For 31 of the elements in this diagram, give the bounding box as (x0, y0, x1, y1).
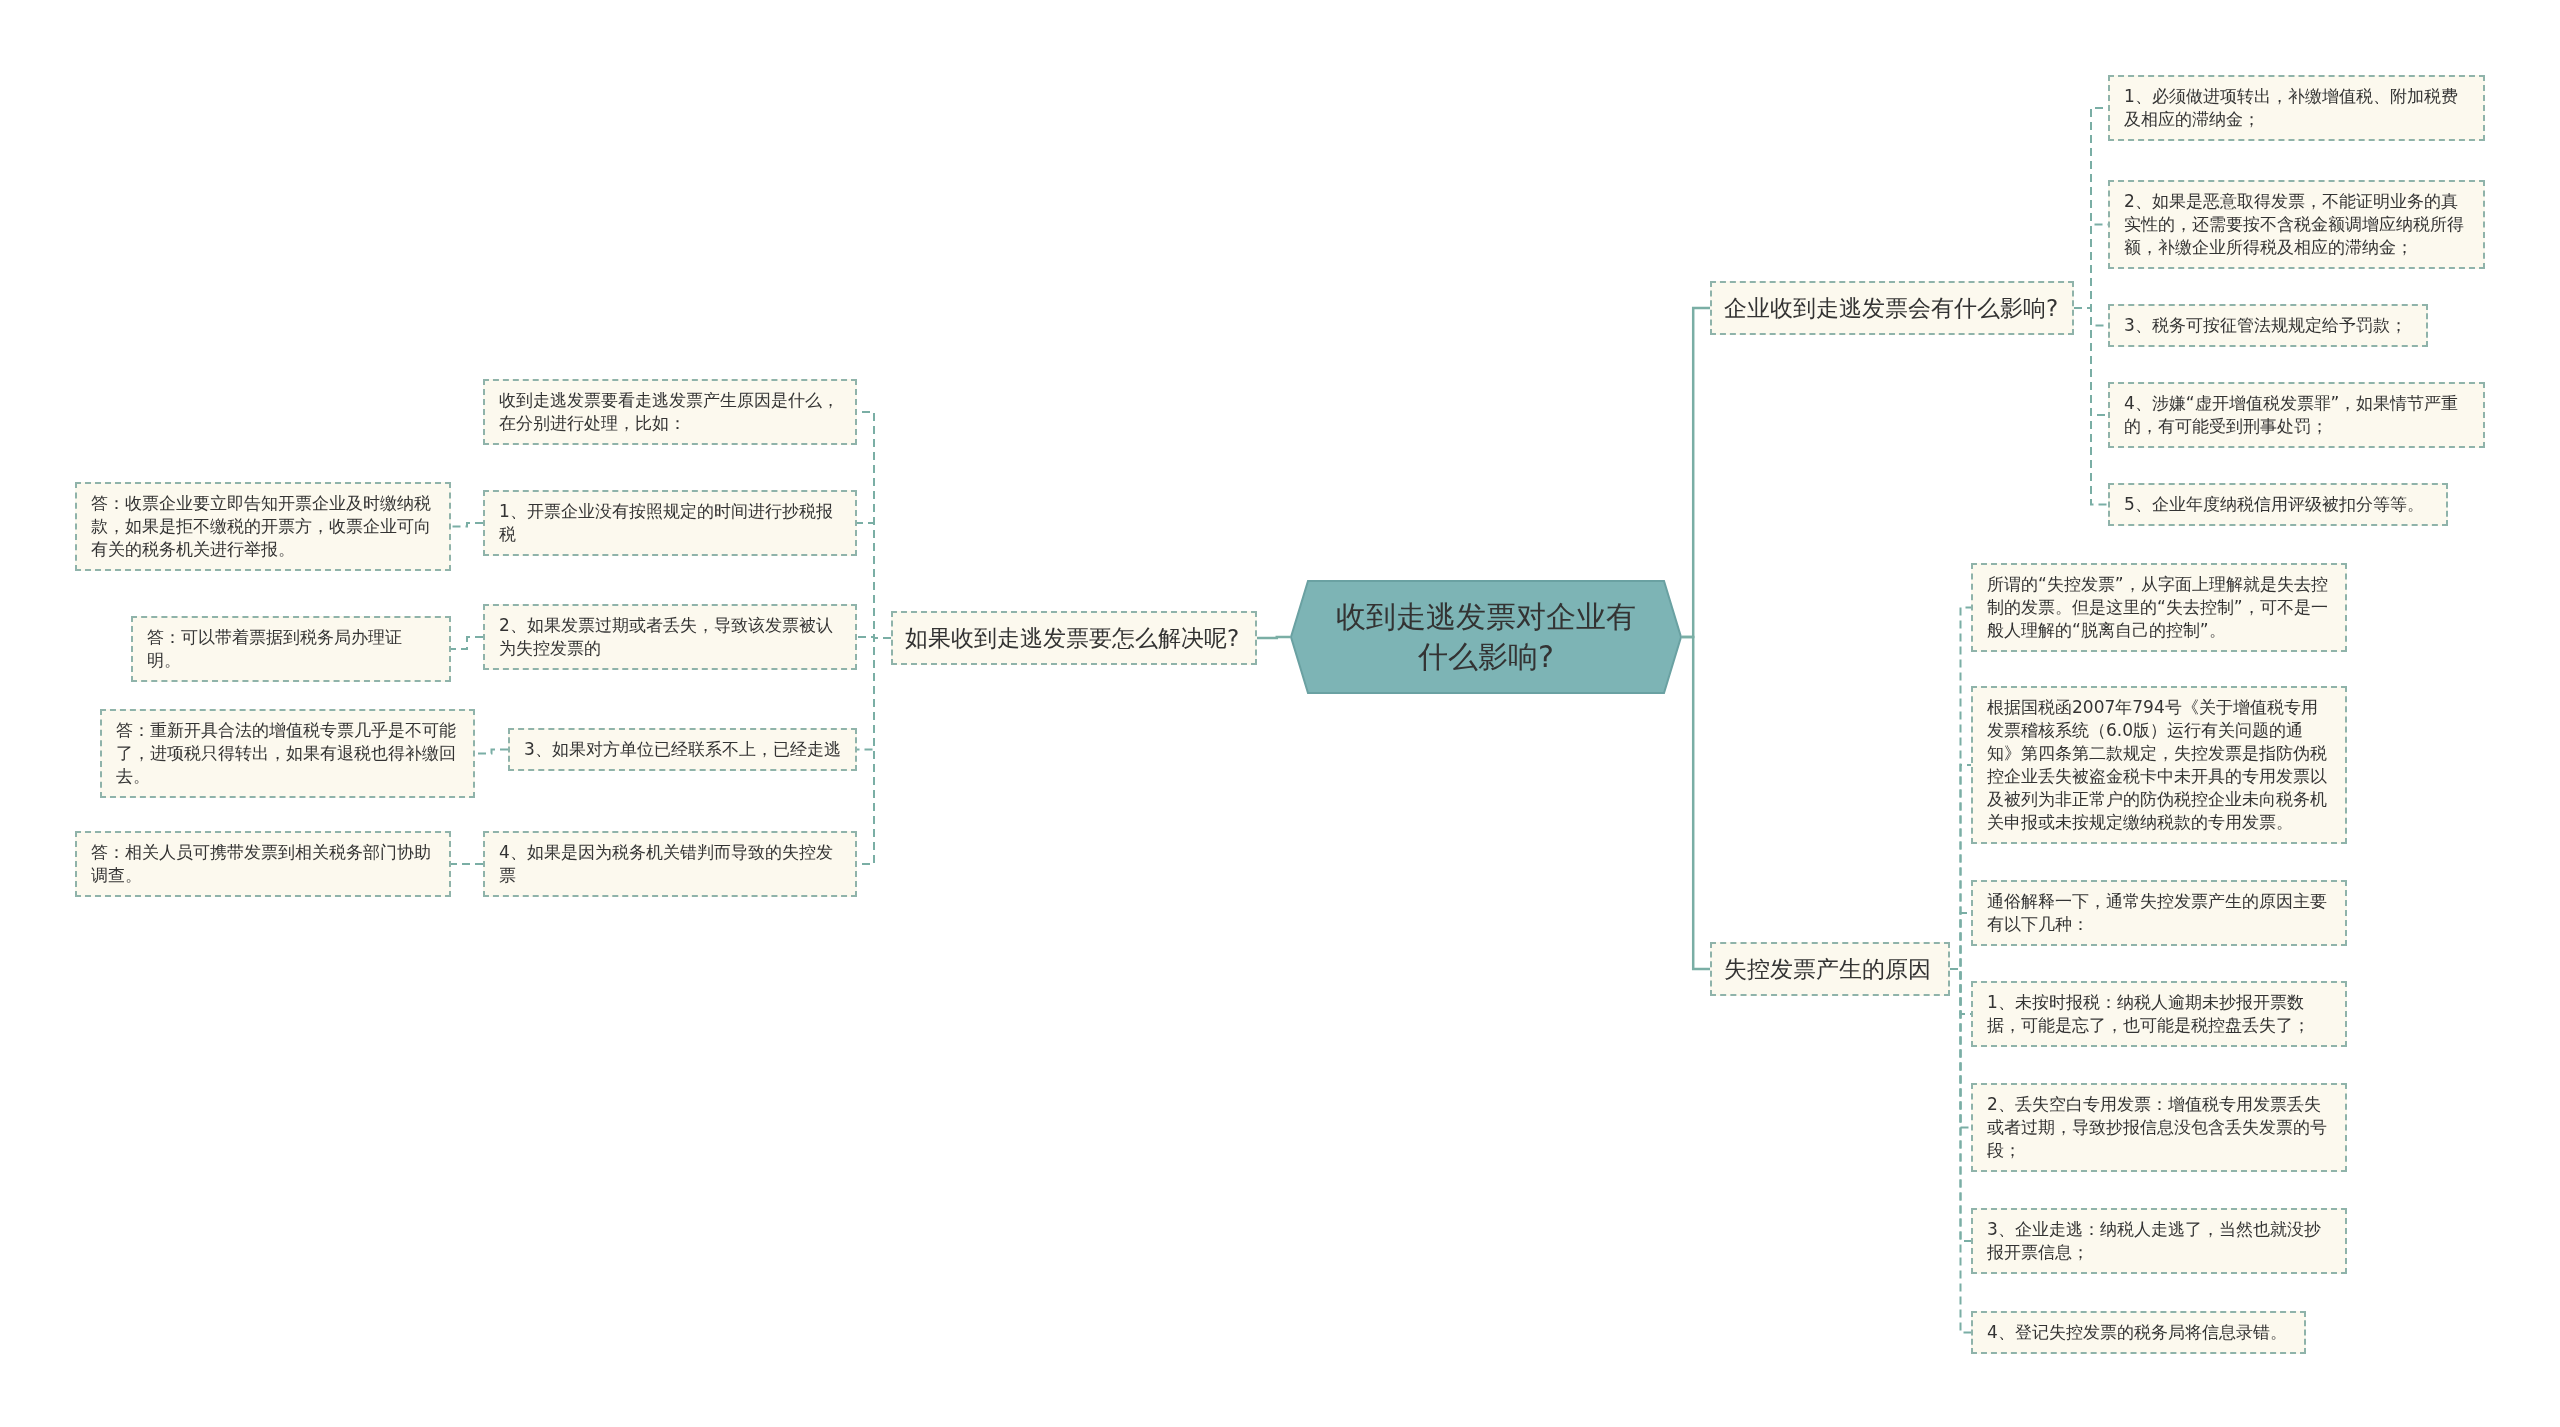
note-box: 2、如果发票过期或者丢失，导致该发票被认为失控发票的 (483, 604, 857, 670)
note-box: 5、企业年度纳税信用评级被扣分等等。 (2108, 483, 2448, 526)
connector-line (1682, 635, 1710, 971)
note-box: 2、如果是恶意取得发票，不能证明业务的真实性的，还需要按不含税金额调增应纳税所得额，补缴企业所得税及相应的滞纳金； (2108, 180, 2485, 269)
branch-topic: 如果收到走逃发票要怎么解决呢? (891, 611, 1257, 665)
note-box: 1、开票企业没有按照规定的时间进行抄税报税 (483, 490, 857, 556)
central-topic: 收到走逃发票对企业有什么影响? (1290, 580, 1682, 694)
note-box: 3、税务可按征管法规规定给予罚款； (2108, 304, 2428, 347)
note-box: 2、丢失空白专用发票：增值税专用发票丢失或者过期，导致抄报信息没包含丢失发票的号段； (1971, 1083, 2347, 1172)
connector-line (2073, 307, 2109, 506)
connector-line (450, 522, 484, 528)
note-box: 收到走逃发票要看走逃发票产生原因是什么，在分别进行处理，比如： (483, 379, 857, 445)
branch-topic: 失控发票产生的原因 (1710, 942, 1950, 996)
note-box: 答：可以带着票据到税务局办理证明。 (131, 616, 451, 682)
connector-line (450, 636, 484, 650)
note-box: 3、如果对方单位已经联系不上，已经走逃 (508, 728, 857, 771)
note-box: 1、未按时报税：纳税人逾期未抄报开票数据，可能是忘了，也可能是税控盘丢失了； (1971, 981, 2347, 1047)
note-box: 根据国税函2007年794号《关于增值税专用发票稽核系统（6.0版）运行有关问题的通知》第四条第二款规定，失控发票是指防伪税控企业丢失被盗金税卡中未开具的专用发票以及被列为非正常户的防伪税控企业未向税务机关申报或未按规定缴纳税款的专用发票。 (1971, 686, 2347, 844)
note-box: 答：重新开具合法的增值税专票几乎是不可能了，进项税只得转出，如果有退税也得补缴回去。 (100, 709, 475, 798)
note-box: 答：相关人员可携带发票到相关税务部门协助调查。 (75, 831, 451, 897)
note-box: 答：收票企业要立即告知开票企业及时缴纳税款，如果是拒不缴税的开票方，收票企业可向有关的税务机关进行举报。 (75, 482, 451, 571)
note-box: 4、涉嫌“虚开增值税发票罪”，如果情节严重的，有可能受到刑事处罚； (2108, 382, 2485, 448)
note-box: 通俗解释一下，通常失控发票产生的原因主要有以下几种： (1971, 880, 2347, 946)
note-box: 3、企业走逃：纳税人走逃了，当然也就没抄报开票信息； (1971, 1208, 2347, 1274)
note-box: 1、必须做进项转出，补缴增值税、附加税费及相应的滞纳金； (2108, 75, 2485, 141)
note-box: 4、登记失控发票的税务局将信息录错。 (1971, 1311, 2306, 1354)
branch-topic: 企业收到走逃发票会有什么影响? (1710, 281, 2074, 335)
connector-line (1257, 635, 1290, 640)
note-box: 所谓的“失控发票”，从字面上理解就是失去控制的发票。但是这里的“失去控制”，可不是一般人理解的“脱离自己的控制”。 (1971, 563, 2347, 652)
note-box: 4、如果是因为税务机关错判而导致的失控发票 (483, 831, 857, 897)
connector-line (450, 863, 484, 865)
